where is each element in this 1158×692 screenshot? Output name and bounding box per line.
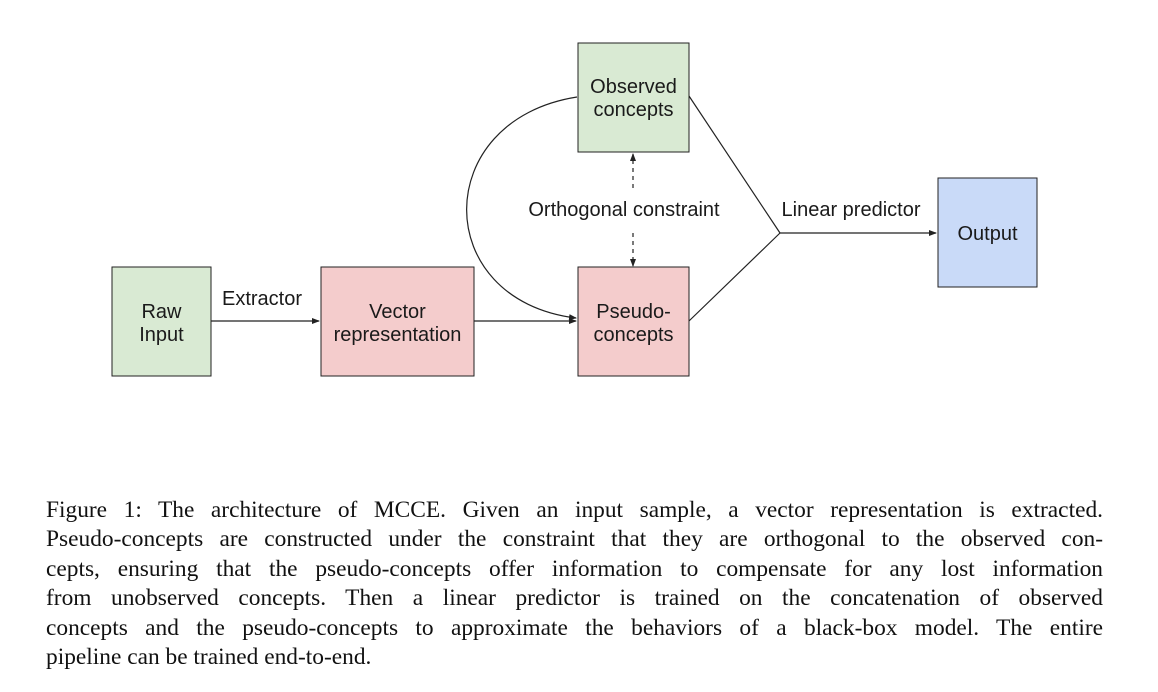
linear-predictor-label: Linear predictor	[782, 199, 921, 221]
raw-input-node: Raw Input	[111, 266, 212, 377]
pseudo-concepts-node: Pseudo- concepts	[577, 266, 690, 377]
caption-line: Pseudo-concepts are constructed under th…	[46, 526, 1103, 553]
caption-line: concepts and the pseudo-concepts to appr…	[46, 614, 1103, 641]
pseudo-concepts-label-line-1: Pseudo-	[596, 301, 671, 323]
caption-line: pipeline can be trained end-to-end.	[46, 644, 372, 671]
architecture-diagram: Extractor Orthogonal constraint Linear p…	[111, 42, 1038, 377]
caption-line: from unobserved concepts. Then a linear …	[46, 585, 1103, 612]
raw-input-label-line-2: Input	[139, 324, 184, 346]
vector-representation-node: Vector representation	[320, 266, 475, 377]
pseudo-concepts-label-line-2: concepts	[593, 324, 673, 346]
vector-representation-box	[320, 266, 475, 377]
observed-concepts-label-line-2: concepts	[593, 99, 673, 121]
vector-representation-label-line-2: representation	[334, 324, 462, 346]
vector-representation-label-line-1: Vector	[369, 301, 426, 323]
observed-concepts-node: Observed concepts	[577, 42, 690, 153]
extractor-label: Extractor	[222, 288, 302, 310]
caption-line: cepts, ensuring that the pseudo-concepts…	[46, 555, 1103, 582]
pseudo-concepts-box	[577, 266, 690, 377]
output-label: Output	[957, 223, 1017, 245]
orthogonal-constraint-label: Orthogonal constraint	[528, 199, 720, 221]
observed-concepts-label-line-1: Observed	[590, 76, 677, 98]
caption-line: Figure 1: The architecture of MCCE. Give…	[46, 497, 1103, 523]
pseudo-to-join-line	[688, 232, 781, 322]
output-node: Output	[937, 177, 1038, 288]
output-box	[937, 177, 1038, 288]
observed-to-pseudo-curve	[466, 96, 578, 321]
observed-to-join-line	[688, 95, 781, 234]
raw-input-label-line-1: Raw	[141, 301, 182, 323]
observed-concepts-box	[577, 42, 690, 153]
figure-caption: Figure 1: The architecture of MCCE. Give…	[46, 496, 1103, 672]
raw-input-box	[111, 266, 212, 377]
